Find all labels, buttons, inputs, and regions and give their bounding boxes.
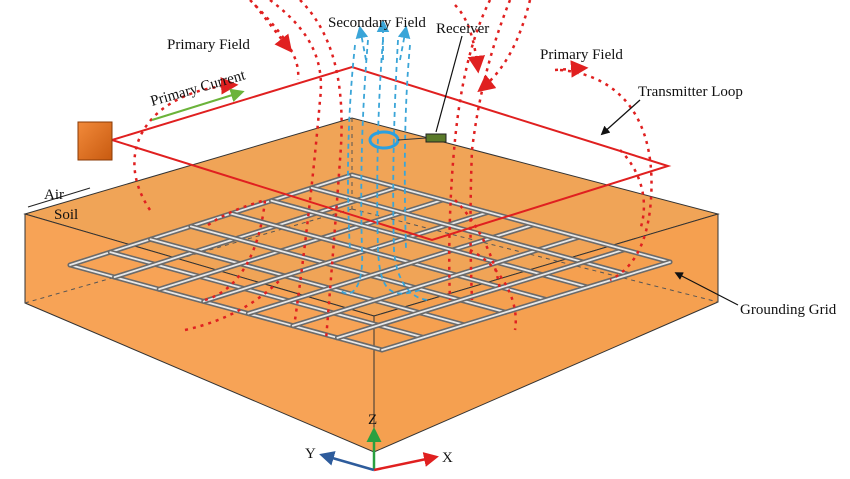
grid-conductor-highlight xyxy=(291,236,581,327)
receiver-cable xyxy=(397,137,427,141)
label-primary-field-left: Primary Field xyxy=(167,37,250,53)
primary-current-arrow xyxy=(151,88,245,121)
axis-y-label: Y xyxy=(305,446,316,462)
secondary-field-lines xyxy=(339,19,431,301)
transmitter-loop xyxy=(108,65,672,242)
transmitter-box xyxy=(77,121,113,161)
label-grounding-grid: Grounding Grid xyxy=(740,302,837,318)
primary-field-lines xyxy=(133,0,653,341)
grid-conductor-highlight xyxy=(202,211,490,303)
grid-conductor-highlight xyxy=(69,174,353,266)
transmitter-loop-pointer xyxy=(600,99,641,136)
axis-y xyxy=(319,451,375,472)
axis-x xyxy=(373,452,439,472)
label-air: Air xyxy=(44,187,64,203)
grid-conductor-highlight xyxy=(247,223,535,315)
axis-z-label: Z xyxy=(368,412,377,428)
axis-x-label: X xyxy=(442,450,453,466)
grid-conductor-highlight xyxy=(270,199,589,289)
grounding-grid-pointer xyxy=(674,272,739,306)
grid-conductor-highlight xyxy=(113,186,399,279)
label-primary-field-right: Primary Field xyxy=(540,47,623,63)
grid-conductor-highlight xyxy=(69,264,383,351)
grid-conductor-highlight xyxy=(189,225,507,314)
grid-conductor-highlight xyxy=(336,248,626,339)
grounding-grid xyxy=(67,172,673,353)
soil-hidden-edge xyxy=(351,208,719,303)
air-soil-line xyxy=(27,187,91,208)
receiver-pointer xyxy=(435,35,463,133)
grid-conductor-highlight xyxy=(109,251,425,339)
grid-conductor-highlight xyxy=(310,186,630,276)
label-secondary-field: Secondary Field xyxy=(328,15,426,31)
label-soil: Soil xyxy=(54,207,78,223)
soil-block xyxy=(23,117,720,453)
grid-conductor-highlight xyxy=(158,198,444,291)
receiver xyxy=(368,35,463,150)
grid-conductor-highlight xyxy=(230,212,548,301)
grid-conductor-highlight xyxy=(381,261,671,351)
label-receiver: Receiver xyxy=(436,21,489,37)
label-transmitter-loop: Transmitter Loop xyxy=(638,84,743,100)
coordinate-axes: Z X Y xyxy=(305,412,453,472)
grid-conductor-highlight xyxy=(149,238,466,326)
receiver-body xyxy=(425,133,447,143)
